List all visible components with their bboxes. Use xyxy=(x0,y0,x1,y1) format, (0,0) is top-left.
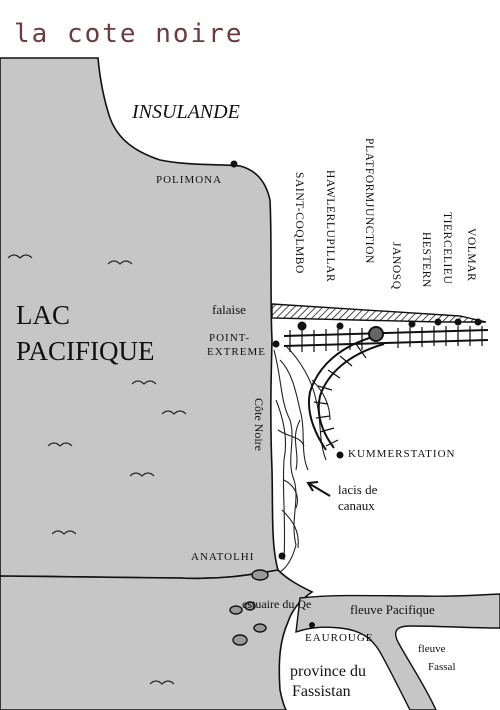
label-point-extreme-2: EXTREME xyxy=(207,346,266,358)
label-anatolhi: ANATOLHI xyxy=(191,551,254,563)
station-hawlerlupillar: HAWLERLUPILLAR xyxy=(324,170,336,282)
label-insulande: INSULANDE xyxy=(131,101,240,123)
station-hestern: HESTERN xyxy=(420,232,432,288)
label-point-extreme-1: POINT- xyxy=(209,332,250,344)
label-fleuve-pacifique: fleuve Pacifique xyxy=(350,602,435,617)
station-volmar: VOLMAR xyxy=(465,228,477,281)
label-fleuve-fassal-1: fleuve xyxy=(418,643,446,655)
label-fassistan: Fassistan xyxy=(292,683,351,700)
sea-waves xyxy=(7,254,187,685)
label-cote-noire: Côte Noire xyxy=(252,398,266,451)
label-falaise: falaise xyxy=(212,302,246,317)
railway xyxy=(283,326,489,451)
falaise-cliff xyxy=(271,303,487,323)
label-pacifique: PACIFIQUE xyxy=(16,336,155,366)
station-tiercelieu: TIERCELIEU xyxy=(441,212,453,285)
estuary-islands xyxy=(229,569,269,646)
label-estuaire: estuaire du Qe xyxy=(242,597,311,611)
canaux-arrow xyxy=(306,481,331,497)
label-polimona: POLIMONA xyxy=(156,174,222,186)
station-janosq: JANOSQ xyxy=(390,242,402,290)
label-canaux-2: canaux xyxy=(338,498,375,513)
label-canaux-1: lacis de xyxy=(338,482,378,497)
label-province: province du xyxy=(290,663,366,680)
label-kummerstation: KUMMERSTATION xyxy=(348,448,455,460)
station-saint-coqlmbo: SAINT-COQLMBO xyxy=(293,172,305,274)
map-title: la cote noire xyxy=(14,19,244,49)
label-fleuve-fassal-2: Fassal xyxy=(428,661,456,673)
station-markers xyxy=(230,160,482,628)
label-lac: LAC xyxy=(16,300,70,330)
station-labels: SAINT-COQLMBO HAWLERLUPILLAR PLATFORMJUN… xyxy=(293,138,477,290)
label-eaurouge: EAUROUGE xyxy=(305,632,374,644)
fleuve-pacifique-river xyxy=(295,593,500,710)
estuary-water xyxy=(0,569,314,710)
station-platformjunction: PLATFORMJUNCTION xyxy=(363,138,375,264)
